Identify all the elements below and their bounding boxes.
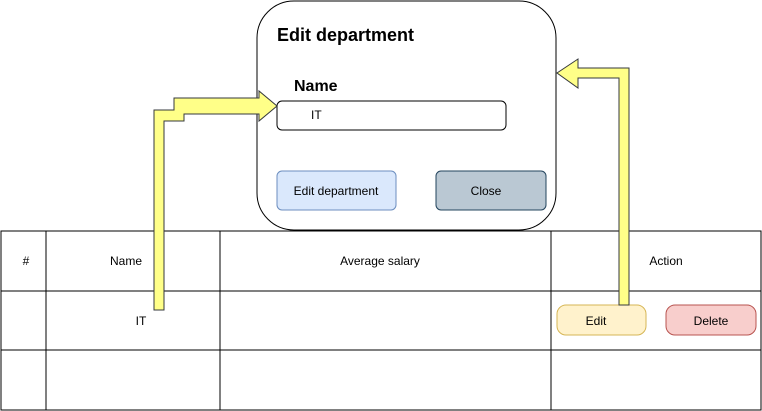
delete-row-button[interactable]: Delete: [665, 304, 757, 336]
column-header-index: #: [23, 254, 30, 268]
column-header-action: Action: [649, 254, 682, 268]
department-table: # Name Average salary Action IT Edit Del…: [0, 230, 762, 411]
edit-department-modal: Edit department Name IT Edit department …: [256, 0, 557, 231]
close-button-shape[interactable]: [435, 170, 547, 211]
edit-row-button-label: Edit: [586, 314, 607, 328]
name-input[interactable]: [276, 100, 507, 131]
edit-row-button-shape[interactable]: [556, 304, 647, 336]
name-input-value: IT: [311, 108, 322, 122]
close-button-label: Close: [471, 184, 502, 198]
close-button[interactable]: Close: [435, 170, 547, 211]
arrow-name-to-input-icon: [153, 89, 278, 311]
column-header-average-salary: Average salary: [340, 254, 420, 268]
edit-department-submit-button-label: Edit department: [294, 184, 379, 198]
arrow-edit-to-modal-icon: [556, 58, 630, 306]
modal-title: Edit department: [277, 25, 414, 45]
delete-row-button-shape[interactable]: [665, 304, 757, 336]
edit-row-button[interactable]: Edit: [556, 304, 647, 336]
edit-department-submit-button[interactable]: Edit department: [276, 170, 397, 211]
column-header-name: Name: [110, 254, 142, 268]
name-field-label: Name: [294, 78, 338, 95]
delete-row-button-label: Delete: [694, 314, 729, 328]
edit-department-submit-button-shape[interactable]: [276, 170, 397, 211]
table-row-name-cell: IT: [136, 314, 147, 328]
